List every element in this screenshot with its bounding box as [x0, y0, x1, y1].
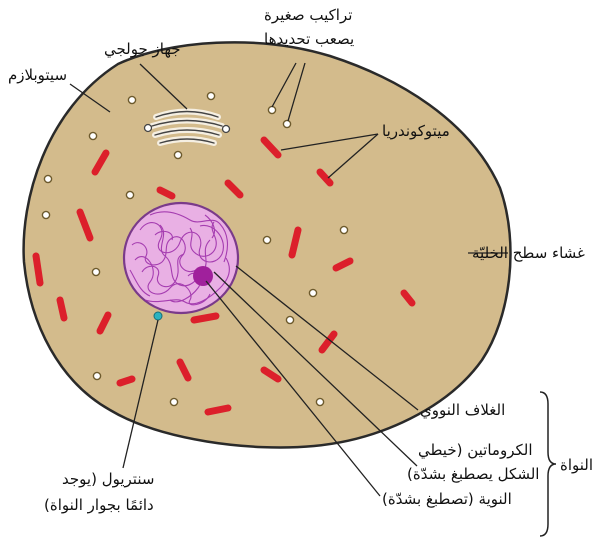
- vesicle: [286, 316, 293, 323]
- label-small-structures-line2: يصعب تحديدها: [264, 30, 354, 49]
- mitochondrion: [36, 256, 40, 283]
- vesicle: [128, 96, 135, 103]
- vesicle: [316, 398, 323, 405]
- label-golgi: جهاز جولجي: [104, 40, 181, 59]
- vesicle: [207, 92, 214, 99]
- nucleolus: [193, 266, 213, 286]
- mitochondrion: [208, 408, 228, 412]
- label-cell-membrane: غشاء سطح الخليّة: [472, 244, 585, 263]
- label-centriole-line1: سنتريول (يوجد: [62, 470, 154, 489]
- label-centriole-line2: دائمًا بجوار النواة): [44, 496, 154, 515]
- mitochondrion: [60, 300, 64, 318]
- golgi-vesicle: [145, 125, 152, 132]
- label-chromatin-line1: الكروماتين (خيطي: [418, 441, 533, 460]
- label-mitochondria: ميتوكوندريا: [382, 122, 450, 141]
- vesicle: [174, 151, 181, 158]
- vesicle: [93, 372, 100, 379]
- label-nucleus-group: النواة: [560, 456, 593, 475]
- vesicle: [309, 289, 316, 296]
- vesicle: [89, 132, 96, 139]
- vesicle: [42, 211, 49, 218]
- label-nucleolus: النوية (تصطبغ بشدّة): [382, 490, 512, 509]
- vesicle: [170, 398, 177, 405]
- label-cytoplasm: سيتوبلازم: [8, 66, 67, 85]
- golgi-vesicle: [223, 126, 230, 133]
- mitochondrion: [120, 379, 132, 383]
- label-nuclear-envelope: الغلاف النووي: [420, 401, 505, 420]
- mitochondrion: [194, 316, 216, 320]
- label-chromatin-line2: الشكل يصطبغ بشدّة): [407, 465, 539, 484]
- vesicle: [283, 120, 290, 127]
- vesicle: [44, 175, 51, 182]
- vesicle: [126, 191, 133, 198]
- vesicle: [263, 236, 270, 243]
- label-small-structures-line1: تراكيب صغيرة: [264, 6, 352, 25]
- centriole: [154, 312, 162, 320]
- vesicle: [92, 268, 99, 275]
- vesicle: [268, 106, 275, 113]
- vesicle: [340, 226, 347, 233]
